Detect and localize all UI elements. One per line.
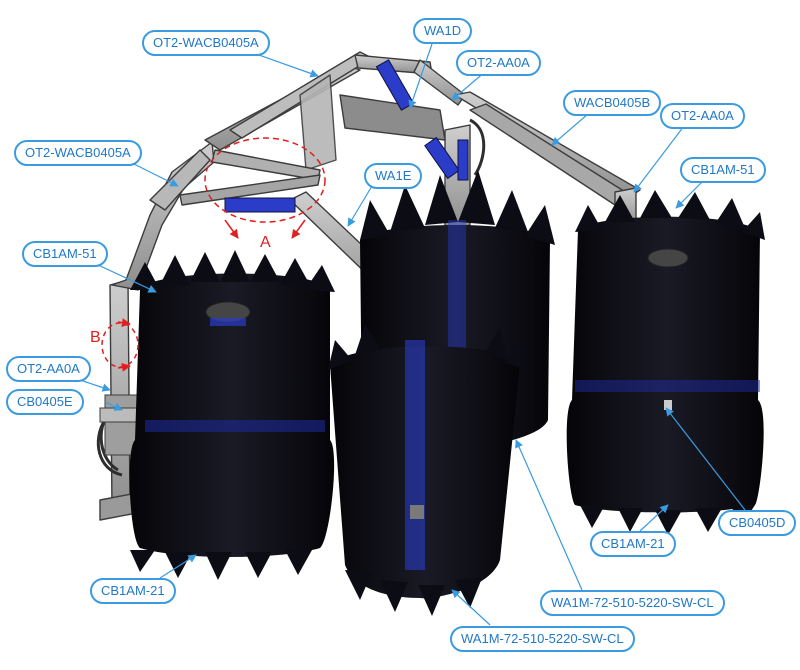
leader-lines <box>79 43 746 626</box>
callout-wacb0405b: WACB0405B <box>563 90 662 116</box>
callout-cb1am21-left: CB1AM-21 <box>90 578 176 604</box>
callout-ot2-wacb0405a-top: OT2-WACB0405A <box>142 30 270 56</box>
leader-cb1am21-right <box>639 504 669 532</box>
callout-wa1e: WA1E <box>364 163 423 189</box>
cylinder-a <box>224 197 296 213</box>
callout-cb1am21-right: CB1AM-21 <box>590 531 676 557</box>
callout-cb1am51-left: CB1AM-51 <box>22 241 108 267</box>
callout-wa1m-right: WA1M-72-510-5220-SW-CL <box>540 590 725 616</box>
left-brush <box>129 250 335 580</box>
leader-cb1am51-left <box>95 263 157 293</box>
cylinder-wa1d <box>375 59 415 111</box>
callout-cb0405d: CB0405D <box>718 510 797 536</box>
leader-wa1d <box>408 43 433 109</box>
callout-wa1d: WA1D <box>413 18 473 44</box>
view-label-a: A <box>260 234 271 251</box>
callout-cb1am51-right: CB1AM-51 <box>680 157 766 183</box>
callout-cb0405e: CB0405E <box>6 389 84 415</box>
leader-cb1am21-left <box>159 554 197 579</box>
right-brush <box>566 190 765 535</box>
callout-ot2-aa0a-right: OT2-AA0A <box>660 103 745 129</box>
leader-ot2-aa0a-left <box>79 379 111 392</box>
leader-ot2-wacb0405a-left <box>129 161 179 187</box>
gantry-frame <box>99 51 641 521</box>
leader-cb0405d <box>665 407 746 511</box>
leader-wacb0405b <box>551 113 589 146</box>
view-label-b: B <box>90 329 101 346</box>
leader-ot2-aa0a-right <box>633 125 685 193</box>
callout-ot2-aa0a-left: OT2-AA0A <box>6 356 91 382</box>
leader-cb0405e <box>104 401 123 411</box>
callout-ot2-aa0a-top: OT2-AA0A <box>456 50 541 76</box>
view-marker-b <box>101 318 139 372</box>
callout-ot2-wacb0405a-left: OT2-WACB0405A <box>14 140 142 166</box>
callout-wa1m-bottom: WA1M-72-510-5220-SW-CL <box>450 626 635 652</box>
center-front-brush <box>328 325 525 616</box>
top-carriage <box>339 94 446 141</box>
leader-wa1m-right <box>515 439 583 591</box>
view-marker-a <box>204 137 326 239</box>
leader-wa1e <box>347 185 373 227</box>
leader-cb1am51-right <box>675 179 705 209</box>
leader-wa1m-bottom <box>451 589 491 626</box>
